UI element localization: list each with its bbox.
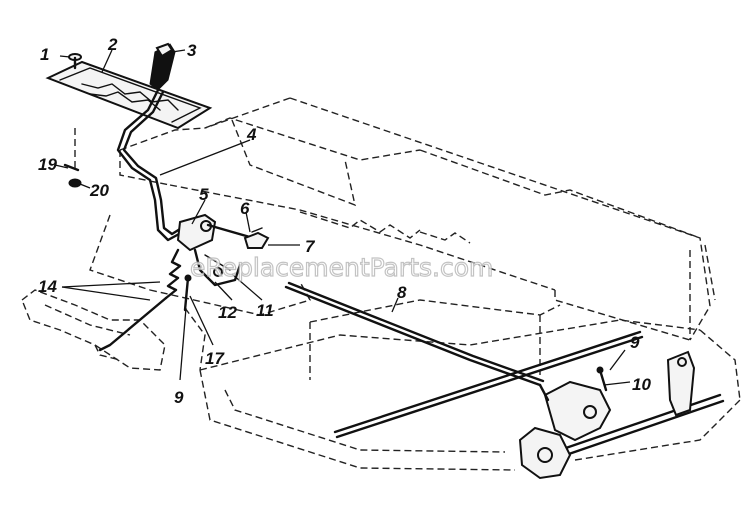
label-2: 2 — [107, 35, 118, 54]
watermark: eReplacementParts.com — [190, 253, 493, 282]
washer-parts — [63, 128, 82, 188]
leader-lines — [54, 49, 631, 386]
spring — [98, 248, 182, 352]
shaft-assembly — [518, 350, 725, 480]
label-19: 19 — [38, 155, 57, 174]
label-8: 8 — [397, 283, 407, 302]
label-10: 10 — [632, 375, 651, 394]
pivot-bracket — [176, 213, 217, 252]
label-4: 4 — [246, 125, 257, 144]
label-9-right: 9 — [630, 333, 640, 352]
right-screw — [596, 366, 608, 392]
label-6: 6 — [240, 199, 250, 218]
label-5: 5 — [199, 185, 209, 204]
label-12: 12 — [218, 303, 237, 322]
frame-outline — [21, 97, 741, 471]
shift-knob — [149, 42, 176, 91]
shift-lever — [116, 88, 192, 242]
label-14: 14 — [38, 277, 57, 296]
link-rod — [206, 223, 270, 249]
label-17: 17 — [205, 349, 225, 368]
part-labels: 1 2 3 4 5 6 7 8 9 9 10 11 12 14 17 19 20 — [38, 35, 651, 407]
label-1: 1 — [40, 45, 49, 64]
shift-rod — [284, 281, 644, 439]
label-9-left: 9 — [174, 388, 184, 407]
linkage-plate — [193, 248, 242, 287]
label-20: 20 — [89, 181, 109, 200]
label-11: 11 — [256, 301, 274, 320]
label-3: 3 — [187, 41, 197, 60]
lever-bracket — [538, 380, 612, 442]
label-7: 7 — [305, 237, 316, 256]
pin — [183, 274, 192, 312]
shift-plate — [45, 60, 213, 130]
